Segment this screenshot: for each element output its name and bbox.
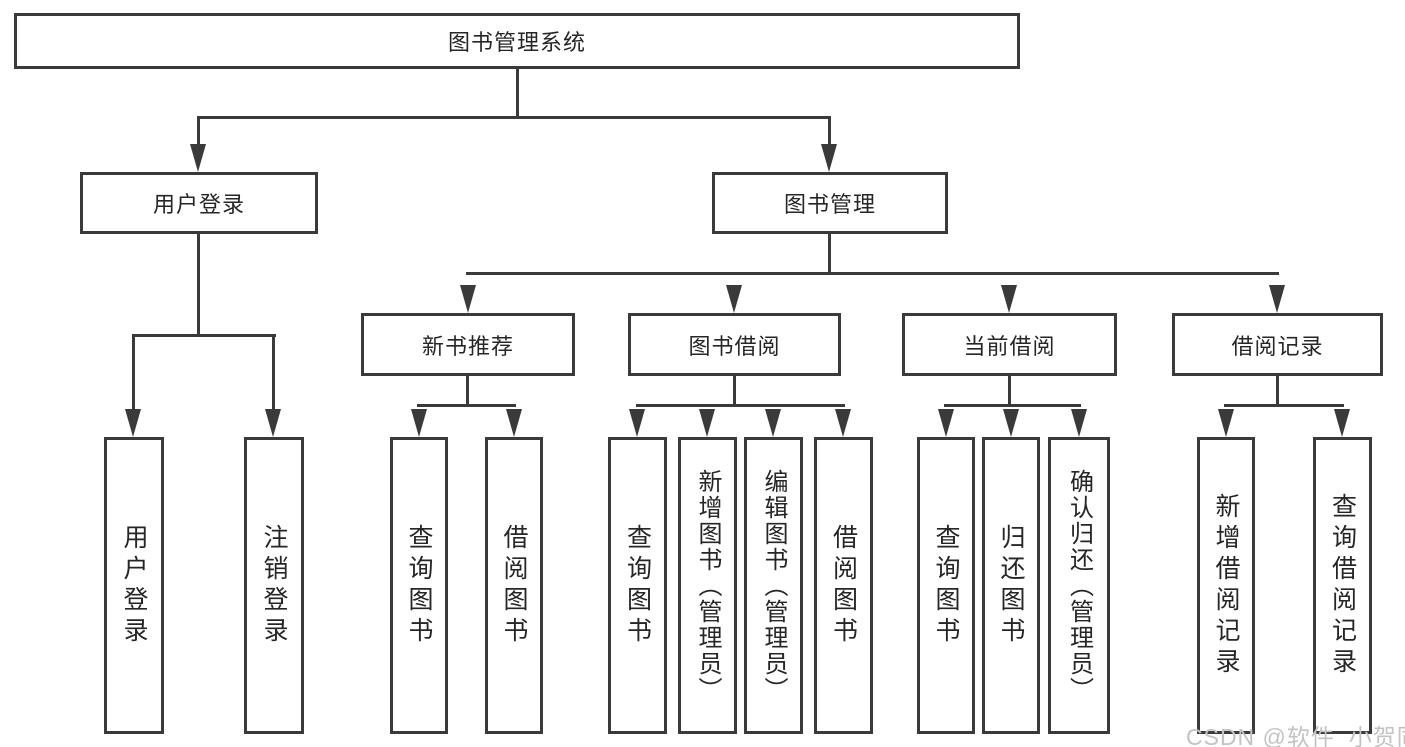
connector-user-login-rail: [132, 334, 276, 337]
connector-level3-rail: [466, 272, 1279, 275]
arrowhead-to-user-login: [190, 144, 206, 172]
arrowhead-to-query-book-3: [938, 409, 954, 437]
arrowhead-to-return-book: [1003, 409, 1019, 437]
connector-leaf-logout-stub: [272, 334, 275, 411]
leaf-borrow-books-borrowing: 借阅图书: [814, 437, 873, 734]
connector-leaf-user-login-stub: [132, 334, 135, 411]
node-book-management: 图书管理: [712, 172, 948, 234]
connector-borrow-records-drop: [1276, 376, 1279, 407]
node-new-book-recommend: 新书推荐: [361, 313, 575, 376]
connector-level2-rail: [197, 116, 831, 119]
leaf-edit-books-admin: 编辑图书（管理员）: [744, 437, 803, 734]
arrowhead-to-borrow-records: [1269, 285, 1285, 313]
leaf-return-books: 归还图书: [982, 437, 1040, 734]
leaf-query-books-recommend: 查询图书: [390, 437, 448, 734]
node-user-login: 用户登录: [80, 172, 318, 234]
node-borrowing-records: 借阅记录: [1172, 313, 1383, 376]
arrowhead-to-current-borrow: [1001, 285, 1017, 313]
connector-book-mgmt-drop: [828, 234, 831, 275]
connector-borrow-records-rail: [1224, 404, 1344, 407]
connector-book-borrow-drop: [733, 376, 736, 407]
arrowhead-to-query-record: [1334, 409, 1350, 437]
connector-user-login-drop: [197, 234, 200, 336]
arrowhead-to-book-borrow: [726, 285, 742, 313]
arrowhead-to-new-book: [460, 285, 476, 313]
leaf-add-borrow-record: 新增借阅记录: [1197, 437, 1255, 734]
arrowhead-to-book-mgmt: [821, 144, 837, 172]
arrowhead-to-add-record: [1218, 409, 1234, 437]
arrowhead-to-query-book-2: [629, 409, 645, 437]
arrowhead-to-leaf-logout: [265, 409, 281, 437]
arrowhead-to-add-book: [699, 409, 715, 437]
connector-user-login-stub: [197, 116, 200, 148]
leaf-add-books-admin: 新增图书（管理员）: [678, 437, 737, 734]
connector-book-mgmt-stub: [828, 116, 831, 148]
node-current-borrowing: 当前借阅: [902, 313, 1117, 376]
connector-new-book-drop: [466, 376, 469, 407]
arrowhead-to-confirm-return: [1071, 409, 1087, 437]
connector-book-borrow-rail: [636, 404, 845, 407]
arrowhead-to-borrow-book-1: [506, 409, 522, 437]
node-root-system: 图书管理系统: [14, 13, 1020, 69]
connector-root-drop: [516, 68, 519, 118]
leaf-borrow-books-recommend: 借阅图书: [485, 437, 543, 734]
connector-current-borrow-rail: [944, 404, 1081, 407]
arrowhead-to-borrow-book-2: [835, 409, 851, 437]
leaf-confirm-return-admin: 确认归还（管理员）: [1048, 437, 1110, 734]
connector-current-borrow-drop: [1008, 376, 1011, 407]
csdn-watermark: CSDN @软件_小贺同学: [1186, 724, 1405, 747]
arrowhead-to-query-book-1: [411, 409, 427, 437]
leaf-query-books-borrowing: 查询图书: [608, 437, 667, 734]
leaf-logout: 注销登录: [244, 437, 304, 734]
leaf-query-borrow-record: 查询借阅记录: [1313, 437, 1372, 734]
leaf-query-books-current: 查询图书: [917, 437, 975, 734]
node-book-borrowing: 图书借阅: [628, 313, 841, 376]
arrowhead-to-leaf-user-login: [125, 409, 141, 437]
leaf-user-login: 用户登录: [104, 437, 164, 734]
arrowhead-to-edit-book: [765, 409, 781, 437]
connector-new-book-rail: [417, 404, 516, 407]
